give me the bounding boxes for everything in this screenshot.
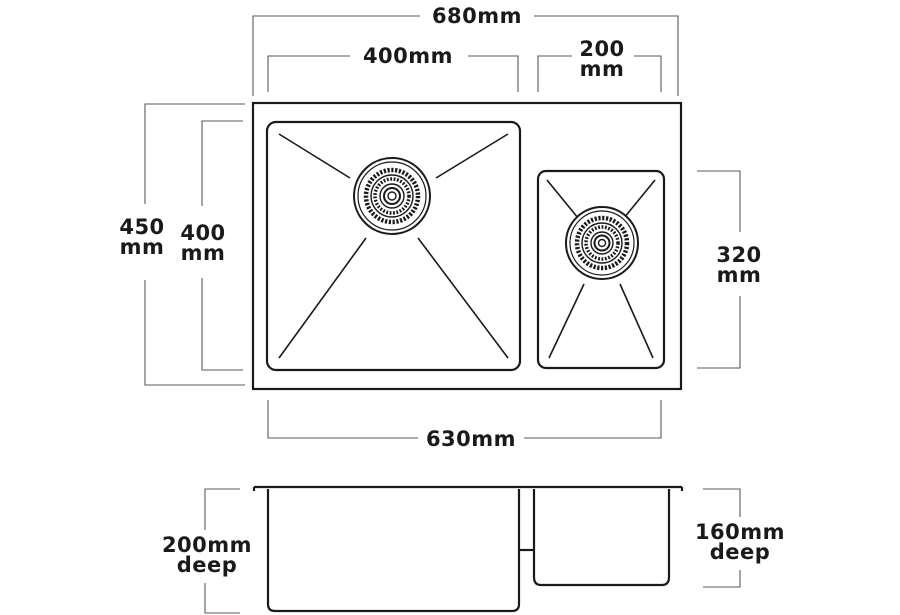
side-view: [252, 485, 684, 613]
small-bowl-drain-icon: [565, 206, 639, 280]
dimension-large-bowl-width: 400mm: [267, 44, 519, 92]
large-bowl-crease-bl: [278, 237, 367, 359]
label-large-bowl-depth-value: 200mm: [162, 533, 252, 557]
large-bowl-crease-br: [417, 237, 509, 359]
small-bowl-crease-tl: [546, 179, 579, 219]
sink-outer-outline: [251, 101, 683, 391]
dimension-small-bowl-width: 200 mm: [537, 37, 662, 92]
label-small-bowl-depth-value: 160mm: [695, 520, 785, 544]
small-bowl-outline: [536, 169, 666, 370]
dimension-large-bowl-height: 400 mm: [180, 120, 243, 371]
label-small-bowl-height-value: 320: [716, 243, 761, 267]
small-bowl-crease-br: [619, 283, 654, 359]
large-bowl-side-profile: [266, 489, 521, 613]
label-bowls-span-width: 630mm: [426, 427, 516, 451]
large-bowl-drain-icon: [353, 157, 431, 235]
label-large-bowl-height-unit: mm: [181, 241, 226, 265]
small-bowl-side-profile: [532, 489, 671, 587]
label-overall-height-value: 450: [119, 215, 164, 239]
dimension-overall-height: 450 mm: [119, 103, 245, 386]
label-overall-height-unit: mm: [120, 235, 165, 259]
label-large-bowl-depth-word: deep: [177, 553, 238, 577]
label-large-bowl-height-value: 400: [180, 221, 225, 245]
dimension-large-bowl-depth: 200mm deep: [162, 488, 252, 614]
large-bowl-outline: [265, 120, 522, 372]
dimension-overall-width: 680mm: [252, 4, 679, 96]
label-small-bowl-depth-word: deep: [710, 540, 771, 564]
large-bowl-crease-tr: [435, 133, 509, 179]
top-view: [251, 101, 683, 391]
dimension-small-bowl-height: 320 mm: [697, 170, 762, 369]
dimension-bowls-span-width: 630mm: [267, 400, 662, 451]
label-small-bowl-height-unit: mm: [717, 263, 762, 287]
label-overall-width: 680mm: [432, 4, 522, 28]
large-bowl-top: [265, 120, 522, 372]
small-bowl-top: [536, 169, 666, 370]
large-bowl-crease-tl: [278, 133, 351, 179]
label-large-bowl-width: 400mm: [363, 44, 453, 68]
label-small-bowl-width-unit: mm: [580, 57, 625, 81]
dimension-small-bowl-depth: 160mm deep: [695, 488, 785, 588]
small-bowl-crease-tr: [623, 179, 656, 219]
label-small-bowl-width-value: 200: [579, 37, 624, 61]
small-bowl-crease-bl: [548, 283, 585, 359]
